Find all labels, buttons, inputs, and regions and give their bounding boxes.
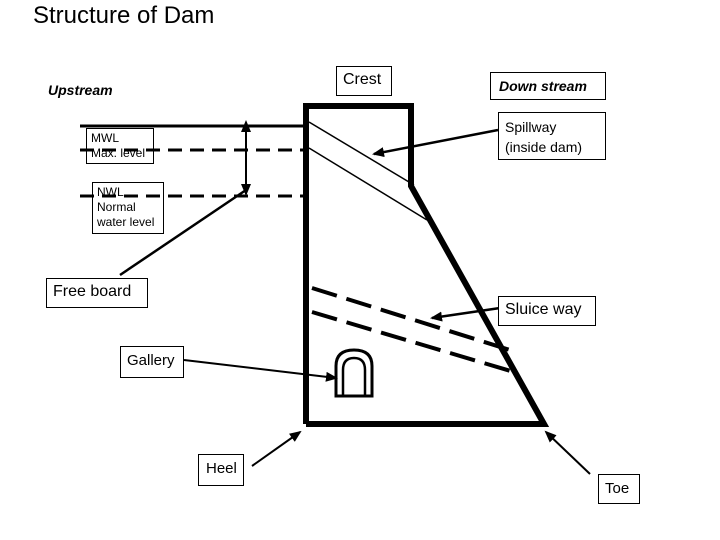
mwl-box: MWL Max. level — [86, 128, 154, 164]
downstream-label: Down stream — [499, 78, 587, 94]
sluice-way-box: Sluice way — [498, 296, 596, 326]
nwl-label-line3: water level — [97, 215, 155, 229]
gallery-outer — [334, 348, 374, 398]
crest-box: Crest — [336, 66, 392, 96]
free-board-box: Free board — [46, 278, 148, 308]
toe-box: Toe — [598, 474, 640, 504]
mwl-label-line2: Max. level — [91, 146, 146, 160]
upstream-label: Upstream — [48, 82, 113, 98]
spillway-label-line1: Spillway — [505, 119, 557, 135]
gallery-box: Gallery — [120, 346, 184, 378]
spillway-label-line2: (inside dam) — [505, 139, 583, 155]
free-board-pointer — [119, 188, 247, 277]
gallery-arrow — [183, 359, 338, 382]
toe-arrow — [544, 430, 591, 475]
crest-label: Crest — [343, 71, 382, 88]
gallery-label: Gallery — [127, 352, 175, 369]
toe-label: Toe — [605, 480, 630, 497]
free-board-label: Free board — [53, 283, 132, 300]
mwl-label-line1: MWL — [91, 131, 119, 145]
gallery-inner — [341, 356, 367, 396]
downstream-box: Down stream — [490, 72, 606, 100]
heel-arrow — [251, 430, 302, 467]
nwl-box: NWL Normal water level — [92, 182, 164, 234]
page-title: Structure of Dam — [33, 2, 215, 29]
nwl-label-line1: NWL — [97, 185, 124, 199]
spillway-arrow — [372, 128, 499, 158]
sluice-way-upper — [311, 286, 511, 352]
spillway-channel-top — [308, 121, 415, 186]
heel-label: Heel — [206, 460, 237, 477]
sluice-way-arrow — [430, 306, 501, 322]
spillway-box: Spillway (inside dam) — [498, 112, 606, 160]
heel-box: Heel — [198, 454, 244, 486]
sluice-way-label: Sluice way — [505, 301, 582, 318]
nwl-label-line2: Normal — [97, 200, 136, 214]
spillway-channel-bottom — [308, 147, 428, 221]
